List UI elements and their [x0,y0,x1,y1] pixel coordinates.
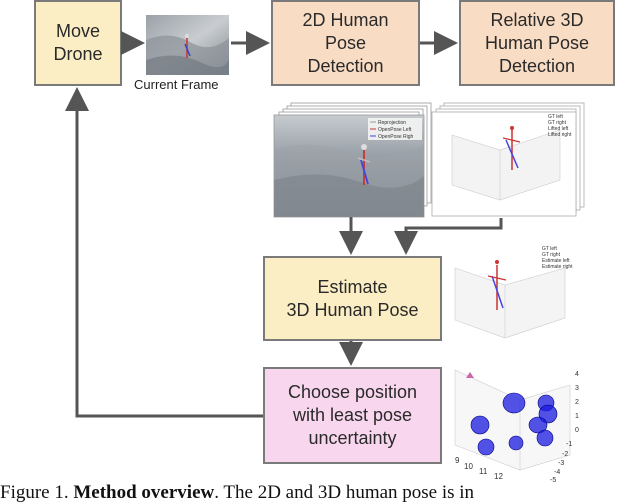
current-frame-label: Current Frame [134,77,219,92]
y-tick-2: -2 [562,451,568,458]
arrow-choose-to-drone [65,87,263,418]
relative-3d-pose-box: Relative 3D Human Pose Detection [459,0,615,86]
legend-gt-right-1: GT right [548,120,567,126]
reprojection-frames-stack [273,102,432,218]
caption-bold: Method overview [73,482,215,503]
y-tick-4: -4 [554,469,560,476]
x-tick-9: 9 [455,456,460,465]
legend-openpose-right: OpenPose Righ [378,134,414,140]
choose-position-box: Choose position with least pose uncertai… [263,367,442,464]
legend-gt-right-2: GT right [542,252,561,258]
caption-text: . The 2D and 3D human pose is in [214,482,475,503]
z-tick-2: 2 [575,399,579,406]
z-tick-3: 3 [575,385,579,392]
arrow-3d-to-estimate [394,218,503,255]
y-tick-1: -1 [566,441,572,448]
y-tick-3: -3 [558,460,564,467]
pose-2d-box: 2D Human Pose Detection [271,0,420,86]
estimate-3d-plot [454,260,566,339]
estimate-3d-pose-box: Estimate 3D Human Pose [263,256,442,341]
figure-caption: Figure 1. Method overview. The 2D and 3D… [0,482,638,504]
legend-gt-left-1: GT left [548,114,564,120]
x-tick-11: 11 [479,467,488,476]
z-tick-0: 0 [575,427,579,434]
y-tick-5: -5 [550,477,556,484]
uncertainty-3d-plot [454,369,571,471]
legend-estimate-left: Estimate left [542,258,570,264]
z-tick-4: 4 [575,371,579,378]
z-tick-1: 1 [575,413,579,420]
x-tick-12: 12 [494,472,503,481]
flow-arrows [65,31,503,418]
legend-lifted-right: Lifted right [548,132,572,138]
legend-gt-left-2: GT left [542,246,558,252]
legend-openpose-left: OpenPose Left [378,127,412,133]
legend-lifted-left: Lifted left [548,126,569,132]
relative-3d-plot-stack [431,102,585,217]
caption-prefix: Figure 1. [0,482,69,503]
move-drone-box: Move Drone [34,0,122,86]
legend-reprojection: Reprojection [378,120,406,126]
x-tick-10: 10 [464,462,473,471]
current-frame-image [146,15,229,75]
legend-estimate-right: Estimate right [542,264,573,270]
